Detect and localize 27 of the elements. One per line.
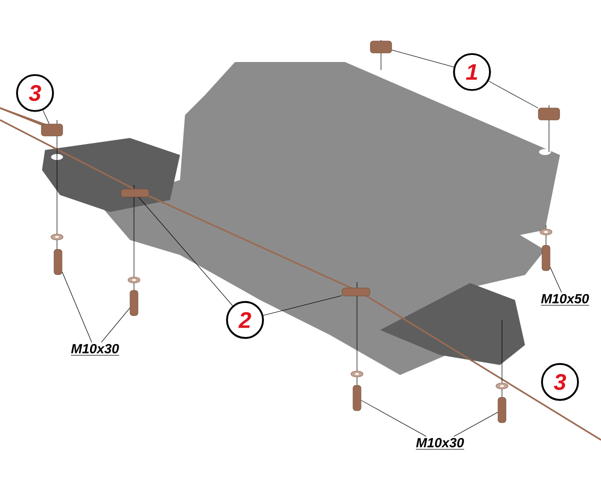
bolt xyxy=(54,249,62,275)
rod-bracket xyxy=(120,188,150,198)
bolt xyxy=(498,397,506,423)
leader-line xyxy=(101,308,130,343)
leader-line xyxy=(62,272,92,343)
leader-line xyxy=(138,196,233,306)
callout-number: 3 xyxy=(16,74,54,112)
bolt xyxy=(352,385,362,411)
leader-line xyxy=(550,267,562,293)
bolt xyxy=(130,290,138,316)
leader-line xyxy=(360,400,426,437)
mounting-bracket xyxy=(41,124,63,136)
leader-line xyxy=(454,412,498,437)
mounting-bracket xyxy=(370,40,392,54)
leader-line xyxy=(488,80,538,108)
leader-line xyxy=(392,50,454,68)
bolt-size-label: M10x30 xyxy=(70,344,120,356)
mounting-bracket xyxy=(538,108,560,120)
rod-bracket xyxy=(342,288,370,296)
callout-number: 2 xyxy=(226,301,264,339)
leader-line xyxy=(263,295,342,316)
bolt-size-label: M10x50 xyxy=(540,294,590,306)
leader-line xyxy=(42,110,50,124)
bolt xyxy=(542,245,550,271)
callout-number: 1 xyxy=(453,53,491,91)
bolt-size-label: M10x30 xyxy=(416,438,464,450)
callout-number: 3 xyxy=(541,363,579,401)
